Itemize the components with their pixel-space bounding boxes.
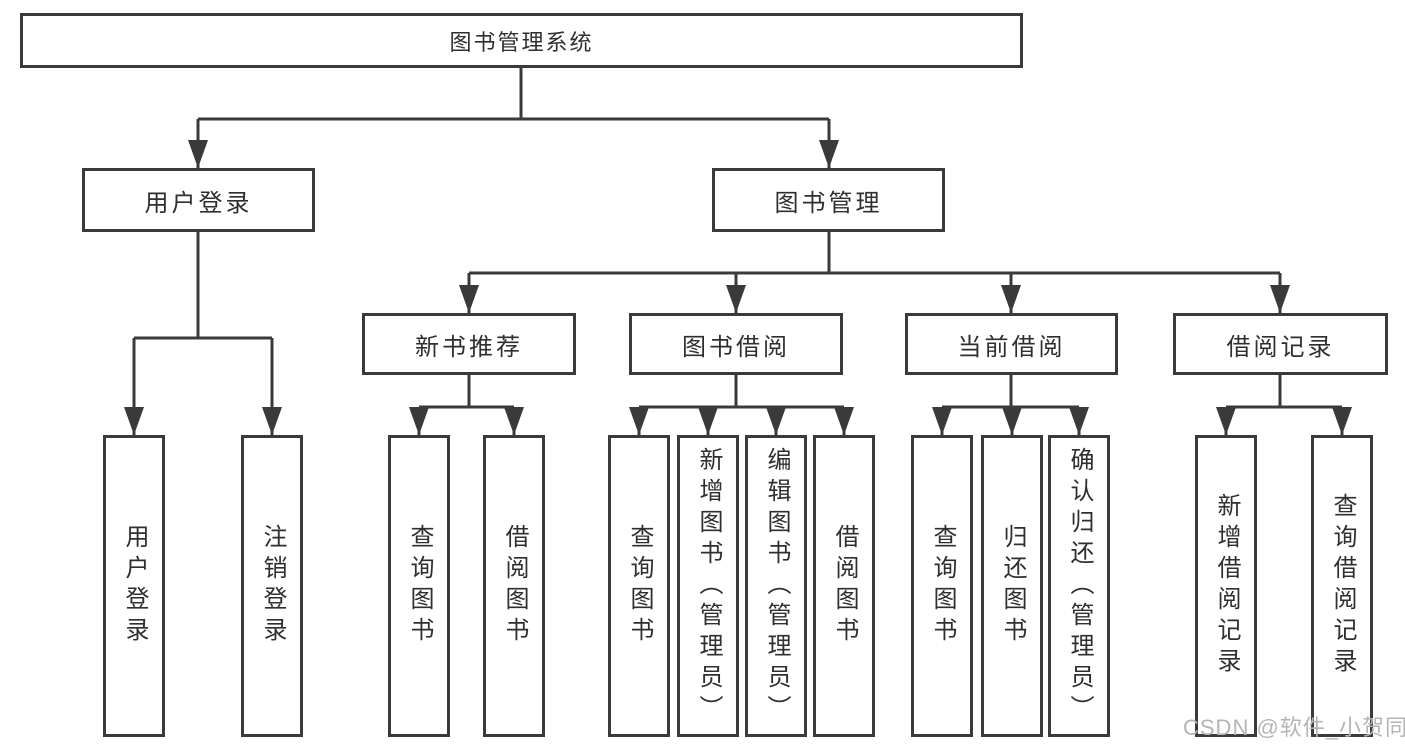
leaf-confirm-return-admin: 确认归还（管理员） [1048, 435, 1110, 737]
node-borrow-records: 借阅记录 [1173, 313, 1388, 375]
connector-root-to-level1 [196, 68, 831, 168]
leaf-logout: 注销登录 [241, 435, 303, 737]
leaf-query-borrow-record: 查询借阅记录 [1311, 435, 1373, 737]
node-book-borrow: 图书借阅 [629, 313, 843, 375]
node-current-borrow: 当前借阅 [905, 313, 1118, 375]
node-new-book-recommend: 新书推荐 [362, 313, 576, 375]
leaf-query-books-recommend: 查询图书 [388, 435, 450, 737]
connector-bookborrow-to-leaves [637, 375, 846, 435]
leaf-query-books-borrow: 查询图书 [608, 435, 670, 737]
arrowheads [124, 140, 1352, 435]
connector-newbook-to-leaves [417, 375, 516, 435]
connector-bookmgmt-to-level2 [467, 232, 1282, 313]
node-user-login: 用户登录 [82, 168, 315, 232]
connector-userlogin-to-leaves [132, 232, 274, 435]
leaf-add-book-admin: 新增图书（管理员） [677, 435, 739, 737]
leaf-return-book: 归还图书 [981, 435, 1043, 737]
connector-borrowrecords-to-leaves [1224, 375, 1344, 435]
leaf-borrow-books-recommend: 借阅图书 [483, 435, 545, 737]
leaf-query-books-current: 查询图书 [911, 435, 973, 737]
node-book-management: 图书管理 [712, 168, 945, 232]
leaf-edit-book-admin: 编辑图书（管理员） [745, 435, 807, 737]
node-library-management-system: 图书管理系统 [20, 13, 1023, 68]
leaf-user-login: 用户登录 [103, 435, 165, 737]
leaf-borrow-books: 借阅图书 [813, 435, 875, 737]
leaf-add-borrow-record: 新增借阅记录 [1195, 435, 1257, 737]
csdn-watermark: CSDN @软件_小贺同学 [1183, 715, 1405, 740]
